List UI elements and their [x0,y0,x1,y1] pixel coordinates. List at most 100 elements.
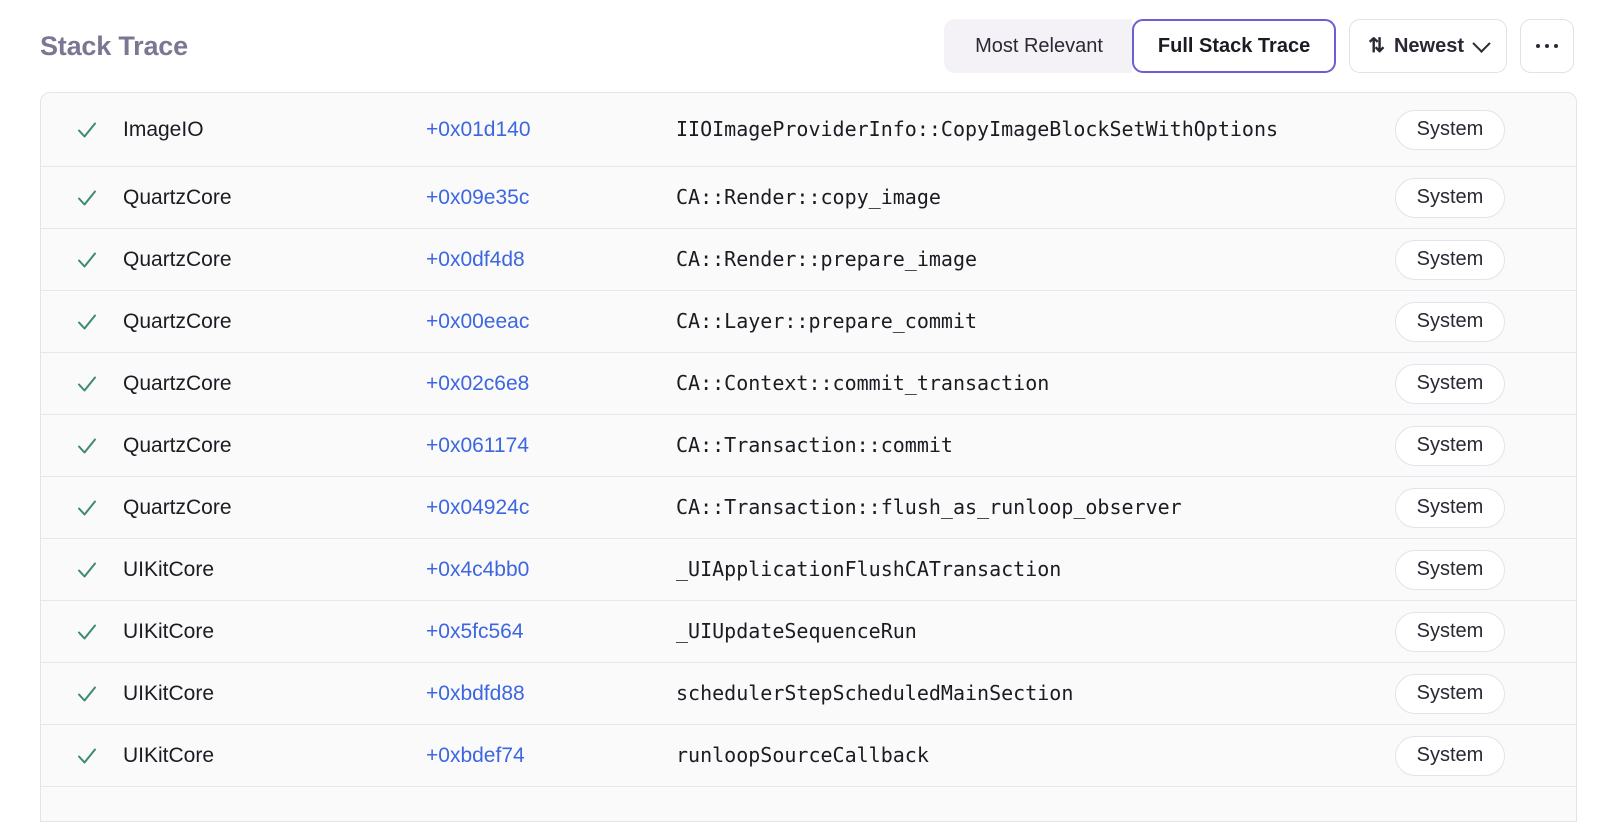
status-badge: System [1394,487,1506,528]
frame-module: QuartzCore [123,247,232,271]
sort-label: Newest [1393,34,1464,57]
frame-badge-cell: System [1364,611,1536,652]
frame-symbol: _UIUpdateSequenceRun [676,619,917,644]
frame-offset-link[interactable]: +0x02c6e8 [426,371,530,395]
frame-module: ImageIO [123,117,204,141]
ellipsis-horizontal-icon [1535,43,1541,49]
sort-arrows-icon: ⇅ [1368,35,1385,57]
status-badge: System [1394,425,1506,466]
status-badge: System [1394,611,1506,652]
status-badge: System [1394,239,1506,280]
checkmark-icon [78,562,96,577]
frame-status-cell [75,434,123,458]
status-badge: System [1394,109,1506,150]
table-row[interactable]: QuartzCore +0x00eeac CA::Layer::prepare_co… [41,291,1576,353]
frame-badge-cell: System [1364,177,1536,218]
frame-badge-cell: System [1364,549,1536,590]
checkmark-icon [78,314,96,329]
ellipsis-dot-3 [1553,43,1559,49]
frame-offset-link[interactable]: +0x5fc564 [426,619,524,643]
frame-status-cell [75,558,123,582]
frame-module: UIKitCore [123,743,215,767]
stack-frame-list: ImageIO +0x01d140 IIOImageProviderInfo::Co… [40,92,1577,822]
frame-module: QuartzCore [123,433,232,457]
header-controls: Most Relevant Full Stack Trace ⇅ Newest [944,19,1574,73]
frame-symbol: CA::Render::prepare_image [676,247,978,272]
frame-status-cell [75,186,123,210]
frame-offset-link[interactable]: +0xbdef74 [426,743,525,767]
frame-status-cell [75,682,123,706]
frame-status-cell [75,372,123,396]
frame-status-cell [75,496,123,520]
frame-badge-cell: System [1364,301,1536,342]
table-row[interactable]: UIKitCore +0x4c4bb0 _UIApplicationFlushCAT… [41,539,1576,601]
frame-module: QuartzCore [123,185,232,209]
frame-offset-link[interactable]: +0x01d140 [426,117,531,141]
tab-full-stack-trace[interactable]: Full Stack Trace [1131,19,1337,73]
frame-symbol: CA::Transaction::commit [676,433,953,458]
table-row[interactable]: UIKitCore +0xbdfd88 schedulerStepScheduled… [41,663,1576,725]
frame-offset-link[interactable]: +0x0df4d8 [426,247,525,271]
frame-offset-link[interactable]: +0xbdfd88 [426,681,525,705]
frame-status-cell [75,620,123,644]
status-badge: System [1394,673,1506,714]
checkmark-icon [78,624,96,639]
status-badge: System [1394,549,1506,590]
frame-status-cell [75,118,123,142]
status-badge: System [1394,363,1506,404]
frame-module: QuartzCore [123,495,232,519]
table-row[interactable]: QuartzCore +0x061174 CA::Transaction::comm… [41,415,1576,477]
table-row[interactable]: ImageIO +0x01d140 IIOImageProviderInfo::Co… [41,93,1576,167]
frame-symbol: CA::Transaction::flush_as_runloop_observ… [676,495,1182,520]
checkmark-icon [78,500,96,515]
status-badge: System [1394,301,1506,342]
checkmark-icon [78,190,96,205]
frame-status-cell [75,744,123,768]
frame-symbol: runloopSourceCallback [676,743,929,768]
status-badge: System [1394,177,1506,218]
more-options-button[interactable] [1520,19,1574,73]
tab-most-relevant[interactable]: Most Relevant [944,19,1132,73]
status-badge: System [1394,735,1506,776]
page-title: Stack Trace [40,30,188,61]
checkmark-icon [78,686,96,701]
frame-offset-link[interactable]: +0x061174 [426,433,529,457]
checkmark-icon [78,122,96,137]
frame-offset-link[interactable]: +0x04924c [426,495,530,519]
table-row[interactable]: QuartzCore +0x0df4d8 CA::Render::prepare_i… [41,229,1576,291]
checkmark-icon [78,252,96,267]
frame-module: QuartzCore [123,309,232,333]
frame-badge-cell: System [1364,487,1536,528]
frame-symbol: _UIApplicationFlushCATransaction [676,557,1062,582]
frame-symbol: schedulerStepScheduledMainSection [676,681,1074,706]
sort-button[interactable]: ⇅ Newest [1349,19,1507,73]
checkmark-icon [78,438,96,453]
frame-module: UIKitCore [123,557,215,581]
frame-badge-cell: System [1364,425,1536,466]
table-row[interactable]: QuartzCore +0x02c6e8 CA::Context::commit_t… [41,353,1576,415]
frame-offset-link[interactable]: +0x00eeac [426,309,530,333]
table-row[interactable]: UIKitCore +0xbdef74 runloopSourceCallback S… [41,725,1576,787]
ellipsis-dot-2 [1544,43,1550,49]
table-row[interactable]: QuartzCore +0x09e35c CA::Render::copy_imag… [41,167,1576,229]
frame-badge-cell: System [1364,109,1536,150]
frame-symbol: CA::Render::copy_image [676,185,941,210]
frame-symbol: IIOImageProviderInfo::CopyImageBlockSetW… [676,117,1279,142]
frame-badge-cell: System [1364,363,1536,404]
chevron-down-icon [1472,33,1491,53]
frame-badge-cell: System [1364,735,1536,776]
view-toggle-segmented-control[interactable]: Most Relevant Full Stack Trace [944,19,1337,73]
frame-status-cell [75,248,123,272]
frame-offset-link[interactable]: +0x09e35c [426,185,530,209]
stack-frame-rows: ImageIO +0x01d140 IIOImageProviderInfo::Co… [41,93,1576,787]
frame-offset-link[interactable]: +0x4c4bb0 [426,557,530,581]
frame-symbol: CA::Context::commit_transaction [676,371,1050,396]
frame-module: QuartzCore [123,371,232,395]
frame-status-cell [75,310,123,334]
frame-symbol: CA::Layer::prepare_commit [676,309,978,334]
table-row[interactable]: QuartzCore +0x04924c CA::Transaction::flus… [41,477,1576,539]
checkmark-icon [78,748,96,763]
frame-module: UIKitCore [123,681,215,705]
